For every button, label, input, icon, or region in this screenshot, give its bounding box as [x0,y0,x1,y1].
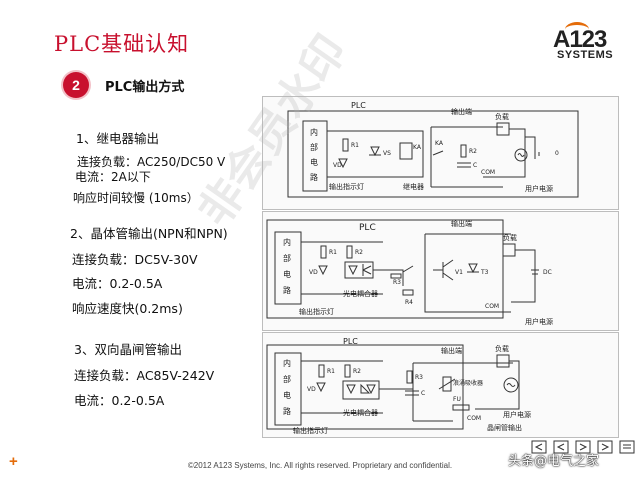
nav-next-icon[interactable] [575,440,591,454]
d3-inner-char-3: 电 [283,390,291,400]
d3-r2: R2 [353,368,361,375]
d1-out-terminal: 输出端 [451,107,472,116]
section-number-badge: 2 [63,72,89,98]
logo-subtext: SYSTEMS [557,49,614,61]
d2-load: 负载 [503,233,517,242]
d1-user-supply: 用户电源 [525,184,553,193]
d2-out-terminal: 输出端 [451,219,472,228]
d2-inner-char-3: 电 [283,269,291,279]
d3-user-supply: 用户电源 [503,410,531,419]
d3-plc-label: PLC [343,337,358,346]
d2-user-supply: 用户电源 [525,317,553,326]
d3-triac-out: 晶闸管输出 [487,423,522,432]
nav-last-icon[interactable] [597,440,613,454]
d1-dc-mark: 0 [555,150,559,157]
d1-load: 负载 [495,112,509,121]
d1-vs: VS [383,150,391,157]
d2-vd: VD [309,269,318,276]
d3-inner-char-4: 路 [283,406,291,416]
slide-title: PLC基础认知 [54,32,190,56]
d1-plc-label: PLC [351,101,366,110]
d1-r1: R1 [351,142,359,149]
transistor-load: 连接负载：DC5V-30V [72,252,198,267]
d2-r4: R4 [405,299,413,306]
triac-current: 电流：0.2-0.5A [74,393,165,408]
transistor-output-diagram: PLC 内 部 电 路 R1 VD R2 R3 R4 V1 T3 输出端 负载 … [262,211,619,331]
logo-arc-icon [565,22,589,37]
d3-absorber: 浪涌吸收器 [453,379,483,387]
relay-output-diagram: PLC 内 部 电 路 R1 VD VS KA KA R2 C 输出端 负载 0… [262,96,619,210]
d1-ka-coil: KA [413,144,422,151]
d1-inner-char-1: 内 [310,127,318,137]
d1-r2: R2 [469,148,477,155]
d3-com: COM [467,415,481,422]
d2-dc: DC [543,269,552,276]
d1-ka-contact: KA [435,140,444,147]
transistor-heading: 2、晶体管输出(NPN和NPN) [70,226,228,241]
d3-inner-char-2: 部 [283,374,291,384]
d2-inner-char-1: 内 [283,237,291,247]
relay-response: 响应时间较慢 (10ms） [73,191,199,205]
d3-r1: R1 [327,368,335,375]
d3-vd: VD [307,386,316,393]
d3-out-terminal: 输出端 [441,346,462,355]
section-title: PLC输出方式 [105,80,185,95]
d1-inner-char-2: 部 [310,142,318,152]
d1-vd: VD [333,162,342,169]
d1-relay-label: 继电器 [403,182,424,191]
d3-fu: FU [453,396,461,403]
d1-com: COM [481,169,495,176]
nav-prev-icon[interactable] [553,440,569,454]
d1-indicator: 输出指示灯 [329,182,364,191]
d2-r1: R1 [329,249,337,256]
transistor-current: 电流：0.2-0.5A [72,276,163,291]
source-watermark: 头条@电气之家 [508,454,600,469]
d2-r2: R2 [355,249,363,256]
d3-optocoupler: 光电耦合器 [343,408,378,417]
copyright-footer: ©2012 A123 Systems, Inc. All rights rese… [187,461,453,470]
triac-output-diagram: PLC 内 部 电 路 R1 VD R2 R3 C 浪涌吸收器 输出端 负载 F… [262,332,619,438]
d1-inner-char-4: 路 [310,172,318,182]
transistor-response: 响应速度快(0.2ms) [72,301,183,316]
d2-plc-label: PLC [359,223,376,233]
d2-com: COM [485,303,499,310]
d3-r3: R3 [415,374,423,381]
relay-current: 电流：2A以下 [75,170,151,184]
d3-inner-char-1: 内 [283,358,291,368]
d2-r3: R3 [393,279,401,286]
nav-first-icon[interactable] [531,440,547,454]
d2-v1: V1 [455,269,463,276]
nav-menu-icon[interactable] [619,440,635,454]
slide-nav-icons[interactable] [528,438,638,456]
d2-inner-char-2: 部 [283,253,291,263]
triac-heading: 3、双向晶闸管输出 [74,342,182,357]
d3-load: 负载 [495,344,509,353]
d1-c: C [473,162,477,169]
d3-indicator: 输出指示灯 [293,426,328,435]
d1-inner-char-3: 电 [310,157,318,167]
logo-text: A123 [553,26,607,53]
plus-icon: + [9,453,18,470]
company-logo: A123 SYSTEMS [553,22,625,68]
relay-load: 连接负载：AC250/DC50 V [77,155,226,169]
triac-load: 连接负载：AC85V-242V [74,368,215,383]
d3-c: C [421,390,425,397]
d2-indicator: 输出指示灯 [299,307,334,316]
d2-t3: T3 [480,269,489,276]
d2-inner-char-4: 路 [283,285,291,295]
relay-heading: 1、继电器输出 [76,131,159,146]
d2-optocoupler: 光电耦合器 [343,289,378,298]
